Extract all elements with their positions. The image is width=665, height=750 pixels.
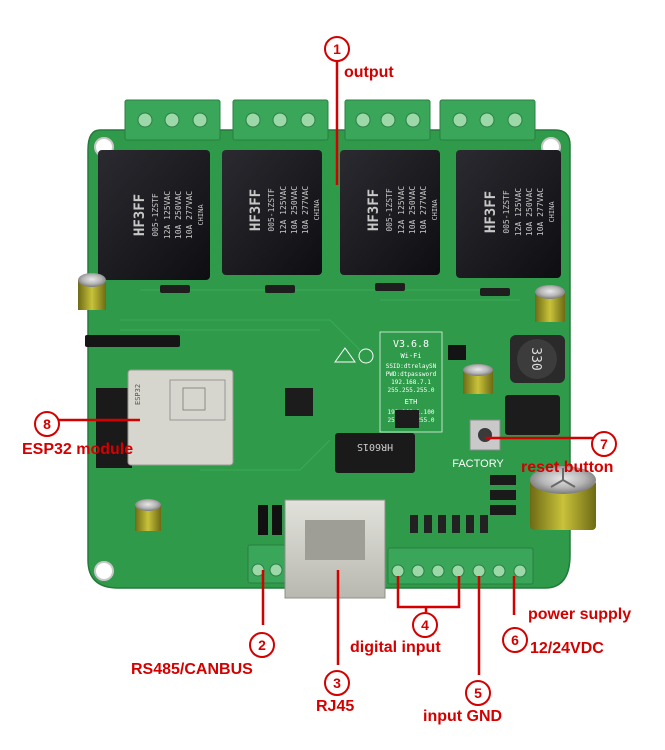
ethernet-transformer: HR601S <box>335 433 415 473</box>
esp32-label: ESP32 <box>134 384 142 405</box>
callout-badge-5: 5 <box>465 680 491 706</box>
black-connector <box>448 345 466 360</box>
callout-label-rs485: RS485/CANBUS <box>131 661 253 678</box>
input-leds <box>410 515 488 533</box>
regulator-chip <box>505 395 560 435</box>
relay-origin: CHINA <box>197 204 205 226</box>
callout-badge-2: 2 <box>249 632 275 658</box>
relay-4: HF3FF 005-1ZSTF 12A 125VAC 10A 250VAC 10… <box>456 150 561 278</box>
relay-1: HF3FF 005-1ZSTF 12A 125VAC 10A 250VAC 10… <box>98 150 210 280</box>
relay-origin: CHINA <box>431 199 439 221</box>
callout-label-power-supply: power supply <box>528 606 632 623</box>
callout-label-esp32: ESP32 module <box>22 441 134 458</box>
relay-rating: 10A 250VAC <box>525 188 534 236</box>
rs485-terminal <box>247 544 289 584</box>
relay-model: 005-1ZSTF <box>502 190 511 234</box>
relay-brand: HF3FF <box>132 194 148 236</box>
input-terminal <box>387 547 534 585</box>
callout-label-input-gnd: input GND <box>423 708 503 725</box>
relay-origin: CHINA <box>313 199 321 221</box>
reset-button-part: FACTORY <box>452 419 504 470</box>
callout-badge-3: 3 <box>324 670 350 696</box>
wifi-line: PWD:dtpassword <box>386 371 437 378</box>
relay-rating: 12A 125VAC <box>279 186 288 234</box>
relay-rating: 10A 277VAC <box>185 191 194 239</box>
wifi-line: 255.255.255.0 <box>388 387 435 394</box>
relay-3: HF3FF 005-1ZSTF 12A 125VAC 10A 250VAC 10… <box>340 150 440 275</box>
relay-rating: 10A 277VAC <box>419 186 428 234</box>
relay-brand: HF3FF <box>366 189 382 231</box>
relay-brand: HF3FF <box>248 189 264 231</box>
relay-brand: HF3FF <box>483 191 499 233</box>
callout-lines <box>57 60 598 675</box>
rj45-jack <box>284 499 386 599</box>
callout-label-reset-button: reset button <box>521 459 614 476</box>
callout-badge-8: 8 <box>34 411 60 437</box>
diode-array <box>490 475 516 515</box>
factory-label: FACTORY <box>452 458 504 470</box>
capacitor-mid <box>463 364 493 394</box>
relay-model: 005-1ZSTF <box>267 188 276 232</box>
capacitor-large <box>530 466 596 530</box>
relay-model: 005-1ZSTF <box>385 188 394 232</box>
relay-model: 005-1ZSTF <box>151 193 160 237</box>
inductor-code: 330 <box>528 347 543 370</box>
relay-rating: 10A 277VAC <box>301 186 310 234</box>
small-chip <box>395 410 419 428</box>
board-version: V3.6.8 <box>393 339 429 350</box>
warning-symbols <box>334 347 374 364</box>
callout-label-output: output <box>344 64 394 81</box>
qfn-chip <box>285 388 313 416</box>
capacitor-left-bottom <box>135 499 161 531</box>
relay-rating: 12A 125VAC <box>514 188 523 236</box>
capacitor-right-top <box>535 285 565 322</box>
relay-rating: 10A 250VAC <box>408 186 417 234</box>
callout-label-digital-input: digital input <box>350 639 441 656</box>
relay-origin: CHINA <box>548 201 556 223</box>
callout-label-rj45: RJ45 <box>316 698 355 715</box>
eth-heading: ETH <box>405 398 418 406</box>
wifi-line: 192.168.7.1 <box>391 379 431 386</box>
output-terminals <box>124 99 536 141</box>
relay-rating: 12A 125VAC <box>397 186 406 234</box>
relay-2: HF3FF 005-1ZSTF 12A 125VAC 10A 250VAC 10… <box>222 150 322 275</box>
small-components <box>85 283 510 347</box>
relay-rating: 10A 277VAC <box>536 188 545 236</box>
callout-label-voltage: 12/24VDC <box>530 640 604 657</box>
ethernet-chip-label: HR601S <box>357 441 393 452</box>
jumper-pins <box>258 505 282 535</box>
callout-badge-4: 4 <box>412 612 438 638</box>
wifi-heading: Wi-Fi <box>400 352 421 360</box>
callout-badge-7: 7 <box>591 431 617 457</box>
relay-rating: 12A 125VAC <box>163 191 172 239</box>
esp32-module: ESP32 <box>96 369 234 468</box>
wifi-line: SSID:dtrelaySN <box>386 363 437 370</box>
callout-badge-6: 6 <box>502 627 528 653</box>
power-inductor: 330 <box>510 335 565 383</box>
relay-rating: 10A 250VAC <box>290 186 299 234</box>
callout-badge-1: 1 <box>324 36 350 62</box>
relay-rating: 10A 250VAC <box>174 191 183 239</box>
capacitor-left-top <box>78 273 106 310</box>
